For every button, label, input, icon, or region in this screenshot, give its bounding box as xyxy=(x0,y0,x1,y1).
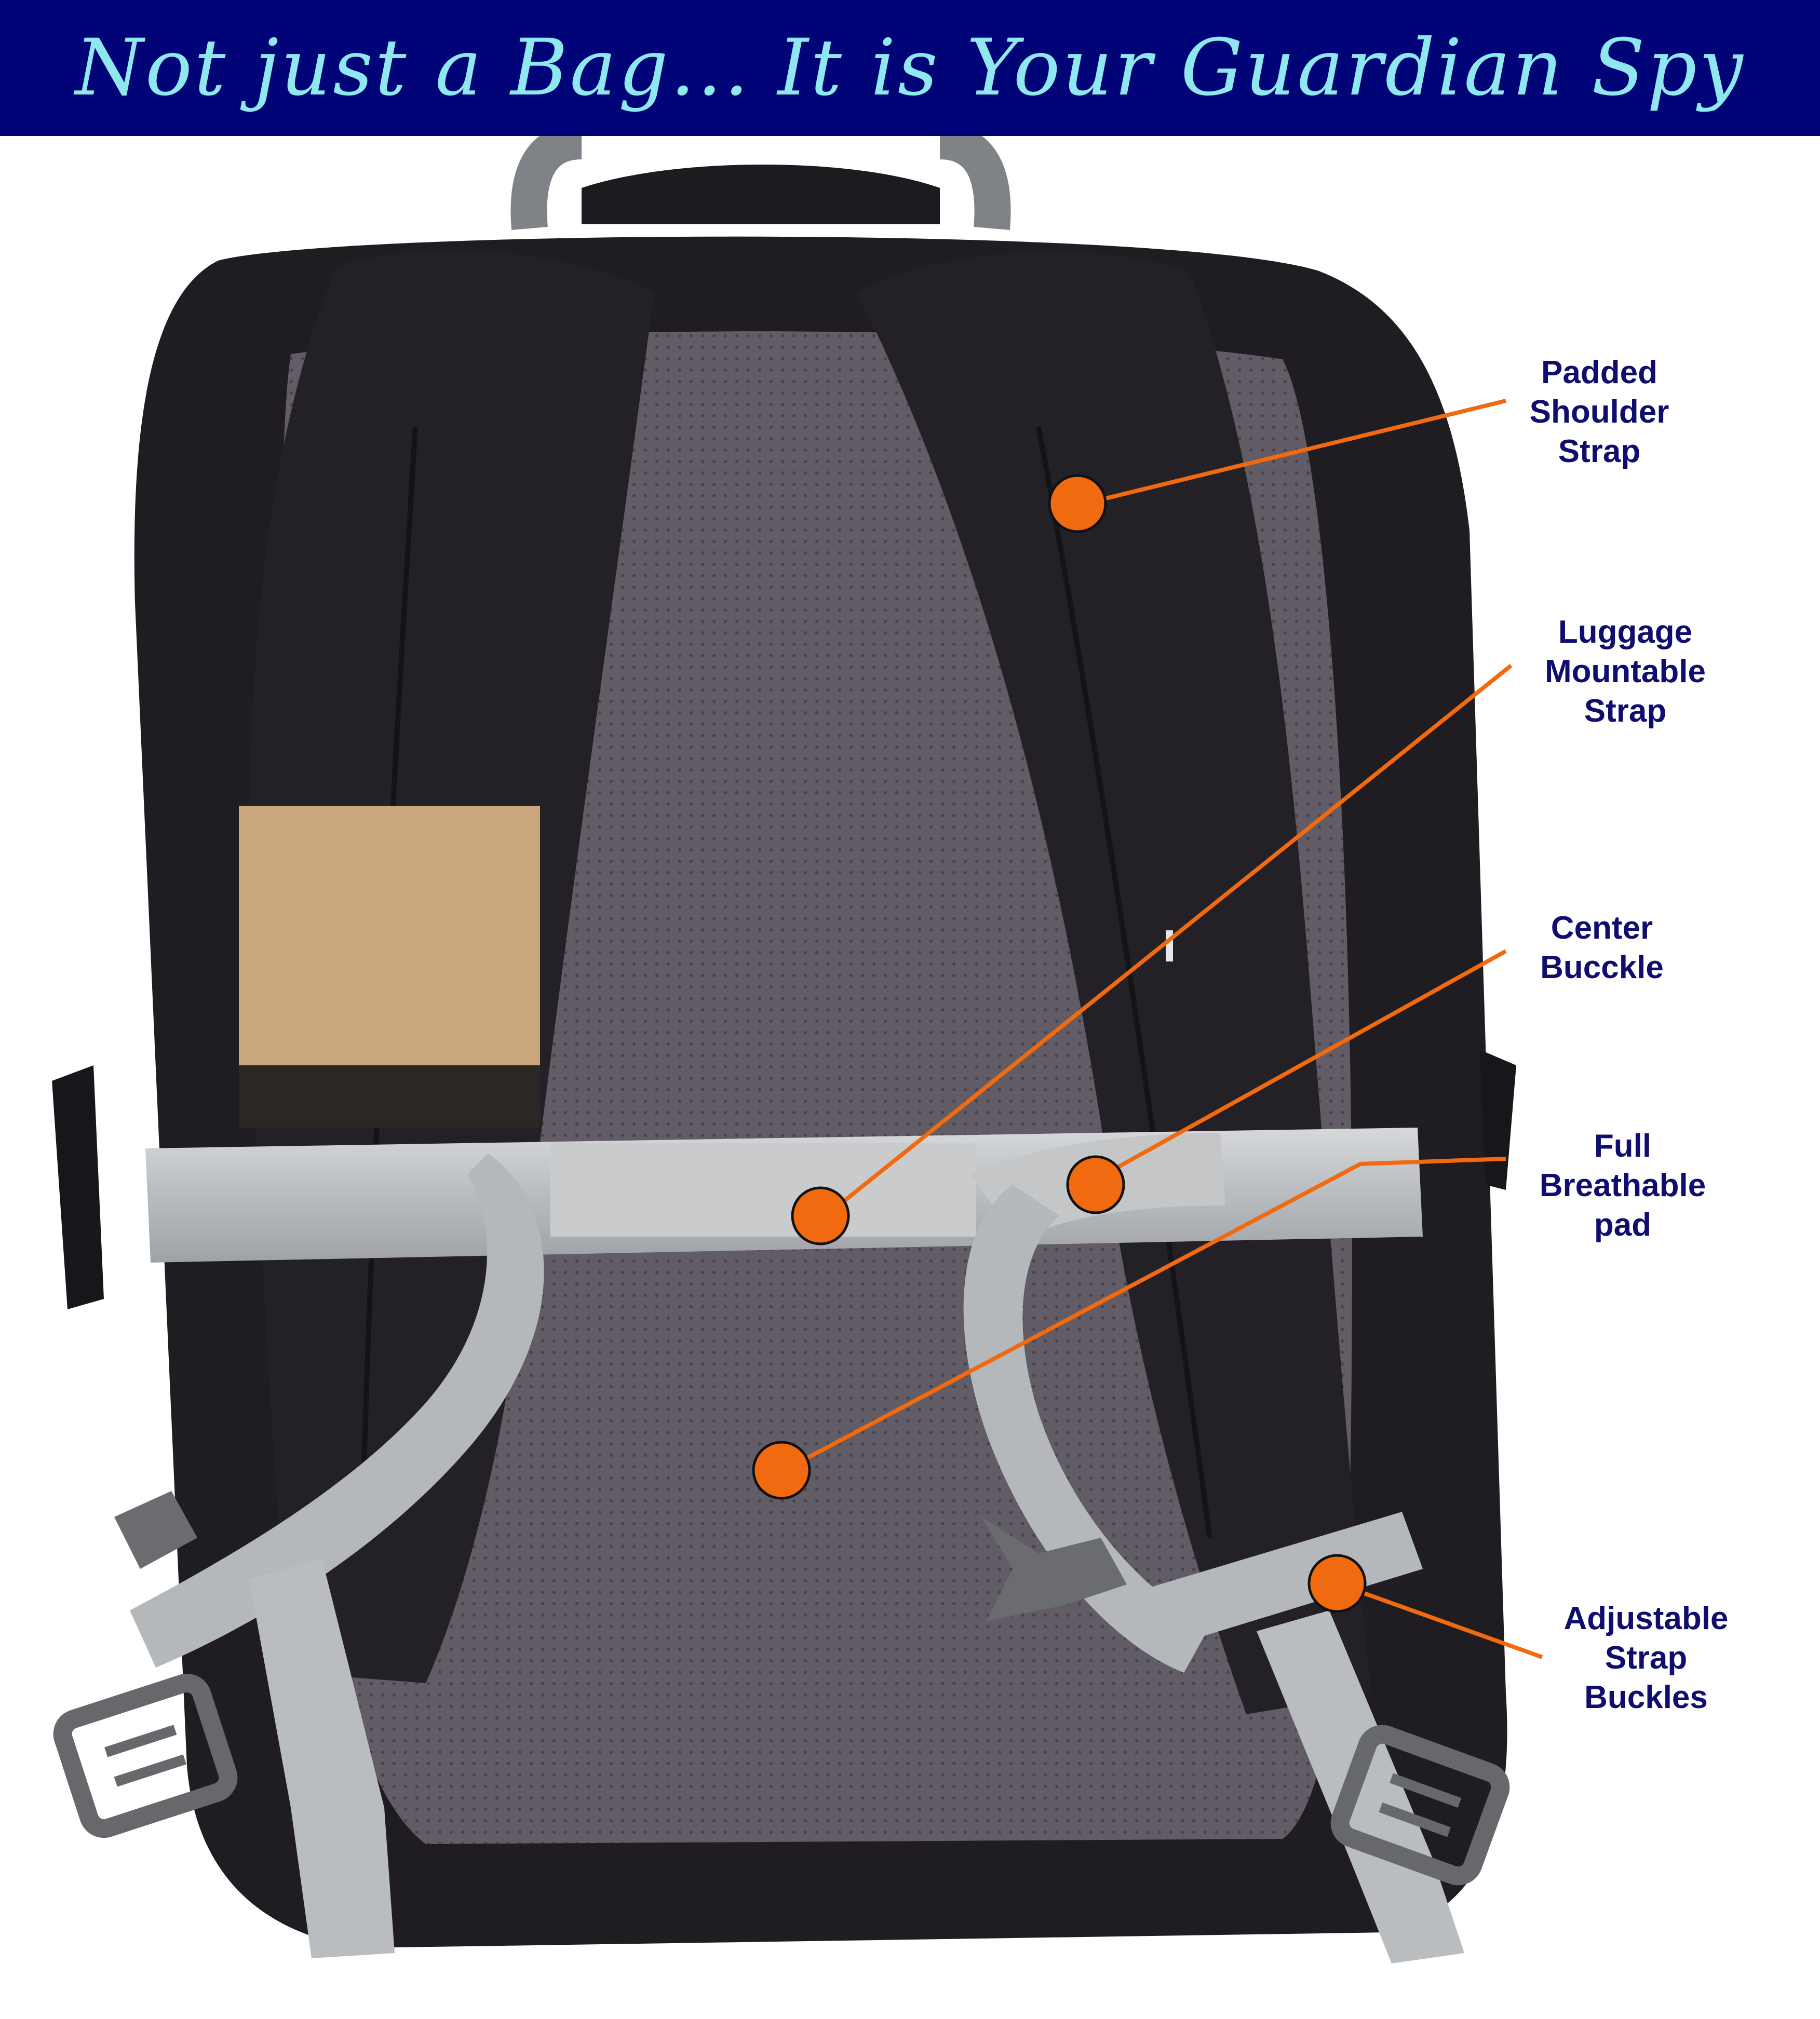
strap-stitch-right xyxy=(1036,426,1212,1538)
banner-title: Not just a Bag... It is Your Guardian Sp… xyxy=(75,23,1745,113)
callout-line: Luggage xyxy=(1558,614,1693,650)
adjustable-buckle-right xyxy=(1330,1725,1510,1886)
callout-line: Buckles xyxy=(1584,1679,1708,1715)
callout-padded-shoulder-strap: Padded Shoulder Strap xyxy=(1516,353,1682,471)
callout-line: Padded xyxy=(1541,355,1657,390)
markers xyxy=(752,474,1367,1613)
adjustable-buckle-left xyxy=(53,1673,238,1838)
callout-line: Shoulder xyxy=(1529,394,1669,430)
callout-line: Mountable xyxy=(1545,654,1706,689)
clip-buckle-left xyxy=(114,1491,197,1569)
callout-line: Breathable xyxy=(1539,1168,1706,1203)
leader-line-luggage-strap xyxy=(824,663,1513,1218)
callout-line: Bucckle xyxy=(1540,950,1664,985)
top-handle xyxy=(510,136,1011,230)
callout-adjustable-strap-buckles: Adjustable Strap Buckles xyxy=(1553,1599,1740,1717)
callout-center-buckle: Center Bucckle xyxy=(1516,909,1688,987)
marker-center-buckle xyxy=(1066,1155,1125,1214)
callout-line: Strap xyxy=(1584,693,1667,729)
title-banner: Not just a Bag... It is Your Guardian Sp… xyxy=(0,0,1820,136)
callout-line: Strap xyxy=(1605,1640,1688,1676)
marker-adjustable-buckles xyxy=(1307,1554,1367,1613)
hip-strap-right xyxy=(1142,1512,1423,1647)
marker-luggage-strap xyxy=(791,1186,850,1245)
marker-shoulder-strap xyxy=(1048,474,1107,533)
callout-line: Adjustable xyxy=(1563,1601,1729,1636)
label-patch xyxy=(239,806,540,1128)
backpack-illustration xyxy=(52,136,1543,1963)
zipper-pull xyxy=(1166,930,1173,961)
callout-line: pad xyxy=(1594,1207,1652,1243)
callout-line: Center xyxy=(1551,910,1653,946)
lower-strap-left xyxy=(130,1154,544,1668)
leader-line-adjustable-buckles xyxy=(1339,1582,1543,1659)
callout-luggage-mountable-strap: Luggage Mountable Strap xyxy=(1532,613,1719,731)
marker-breathable-pad xyxy=(752,1441,811,1500)
side-pocket-right xyxy=(1480,1050,1516,1190)
callout-line: Strap xyxy=(1558,433,1641,469)
callout-line: Full xyxy=(1594,1128,1652,1164)
leader-line-breathable-pad xyxy=(783,1157,1506,1472)
side-pocket-left xyxy=(52,1065,104,1309)
leader-line-center-buckle xyxy=(1095,949,1507,1182)
leader-lines xyxy=(783,399,1543,1659)
callout-full-breathable-pad: Full Breathable pad xyxy=(1527,1127,1719,1245)
clip-buckle-right xyxy=(981,1517,1127,1621)
bottom-strap-left xyxy=(249,1559,395,1958)
leader-line-shoulder-strap xyxy=(1080,399,1506,507)
strap-center-panel xyxy=(550,1143,976,1237)
